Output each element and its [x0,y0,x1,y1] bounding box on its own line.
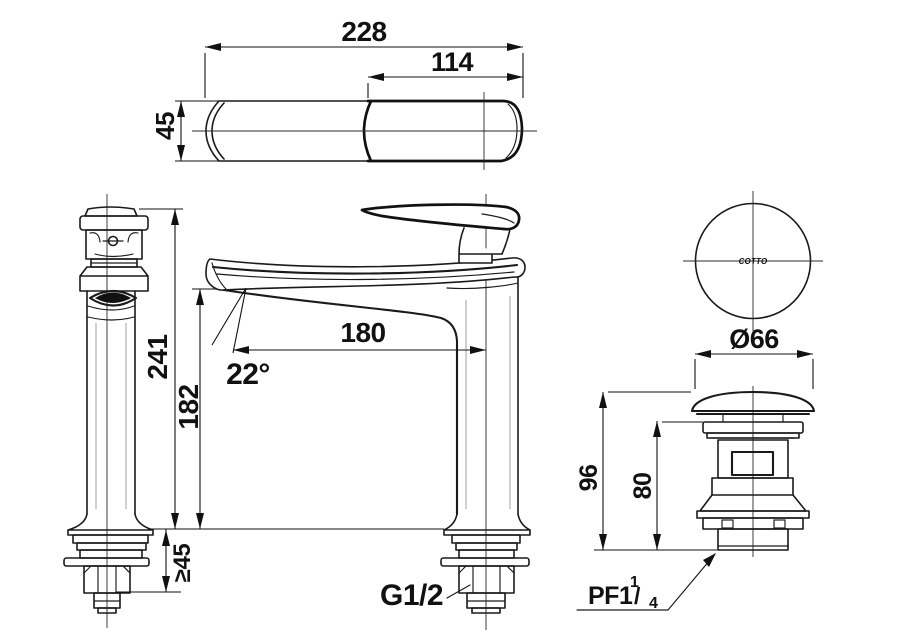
drain-thread-label: PF1 1 / 4 [588,574,658,612]
drain-thread-numerator: 1 [630,574,639,591]
arrowhead [205,43,221,51]
arrowhead [507,43,523,51]
side-mounting-nut [458,565,515,594]
dim-spout-angle-label: 22° [226,358,270,391]
front-base-flare [67,513,154,536]
front-body-highlight-lines [95,323,127,509]
side-deck-column-junction [446,282,519,290]
supply-thread-label: G1/2 [380,579,443,612]
side-handle-post [458,227,511,264]
top-view-spout-outline [205,100,369,162]
arrowhead [196,289,204,305]
front-body-edges [86,290,136,515]
dim-drain-body-height-label: 80 [629,473,657,500]
drain-lower-band [711,477,794,496]
arrowhead [171,209,179,225]
side-deck-lower-edge [211,262,515,290]
arrowhead [177,101,185,117]
side-column-highlight-lines [465,296,511,509]
arrowhead [599,534,607,550]
dim-mounting-clearance-label: ≥45 [169,544,196,583]
drain-thread [717,528,789,551]
supply-thread-leader [446,584,471,599]
side-lever-blade [360,203,521,231]
side-spout-underside [222,288,459,516]
side-lever-inner-line [481,213,515,224]
dim-lines-top [175,46,524,162]
front-collar [79,266,149,292]
drain-overflow-hole [730,450,775,477]
dim-lines-front [116,208,444,593]
front-aerator-slot [94,292,132,303]
front-washer [63,557,150,567]
arrowhead [507,73,523,81]
front-view-dimensions: 241 182 ≥45 [116,208,444,593]
top-view [192,92,537,170]
arrowhead [703,553,716,567]
drain-cap-stem [722,413,784,423]
top-view-handle-inner-arc [505,103,518,159]
arrowhead [653,421,661,437]
dim-drain-overall-height-label: 96 [575,465,603,492]
brand-mark: COTTO [739,257,768,266]
dim-flange-diameter-label: Ø66 [729,324,779,354]
arrowhead [233,346,249,354]
arrowhead [470,346,486,354]
drain-cap-dome [690,390,816,416]
arrowhead [695,350,711,358]
front-cap-ring [79,215,149,231]
side-gasket-2 [455,542,518,551]
side-washer [440,557,530,567]
front-body-curves [87,305,135,321]
side-view-dimensions: 180 22° G1/2 [211,287,486,612]
arrowhead [797,350,813,358]
dim-spout-reach-label: 180 [340,317,385,348]
front-handle-block [85,229,143,260]
arrowhead [162,576,170,592]
front-gasket-2 [76,542,147,551]
dim-lines-drain [594,353,814,551]
dim-overall-height-label: 241 [142,334,173,379]
front-nut-facets [83,565,131,594]
front-aerator-outline [88,289,138,307]
drain-top-view: COTTO [683,191,823,331]
drain-circle-crosshair [683,191,823,331]
front-thread-tip [97,607,117,614]
front-handle-block-detail [89,232,139,258]
drain-dimensions: Ø66 96 80 PF1 1 / 4 [575,324,814,612]
front-handle-cap [84,206,138,217]
arrowhead [177,145,185,161]
drain-notch-left [721,519,734,529]
front-gasket-3 [79,549,143,559]
arrowhead [653,534,661,550]
side-deck-front-edge [211,263,519,275]
side-nut-facets [458,565,515,594]
dim-body-depth-label: 45 [150,112,180,140]
drain-thread-denominator: 4 [649,595,658,612]
spout-angle-lines [211,287,247,354]
drain-thread-slash: / [634,583,641,609]
drain-thread-prefix: PF1 [588,582,633,610]
side-view [205,194,531,630]
dim-total-length-label: 228 [341,16,386,47]
dim-spout-height-label: 182 [173,384,204,429]
drain-side-view [690,386,816,557]
arrowhead [196,513,204,529]
dim-handle-length-label: 114 [431,47,474,77]
arrowhead [599,392,607,408]
front-gasket-1 [72,534,149,544]
front-view [63,194,154,628]
side-base-flare [443,513,531,536]
top-view-dimensions: 228 114 45 [150,16,524,162]
arrowhead [171,513,179,529]
side-thread-tip [471,607,501,614]
side-gasket-3 [458,549,515,559]
arrowhead [162,530,170,546]
drain-notch-right [773,519,786,529]
arrowhead [368,73,384,81]
